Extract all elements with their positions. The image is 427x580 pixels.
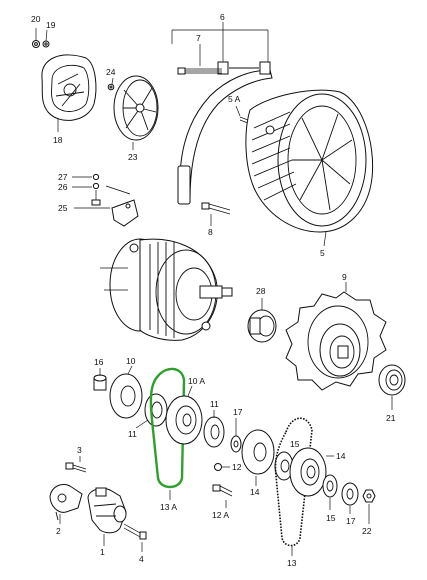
part-5-fan-housing: [245, 89, 374, 233]
label-13: 13: [287, 558, 297, 568]
part-12a-bolt: [212, 484, 233, 497]
label-12: 12: [232, 462, 242, 472]
alternator-assembly: [100, 238, 233, 341]
label-15b: 15: [326, 513, 336, 523]
part-21-pulley: [378, 364, 406, 396]
label-5: 5: [320, 248, 325, 258]
part-1-adjuster-body: [87, 487, 127, 534]
label-8: 8: [208, 227, 213, 237]
part-2-bracket: [49, 483, 83, 521]
label-13a: 13 A: [160, 502, 177, 512]
part-20-nut: [32, 40, 40, 48]
label-15a: 15: [290, 439, 300, 449]
label-19: 19: [46, 20, 56, 30]
part-11-shim: [144, 393, 168, 427]
label-26: 26: [58, 182, 68, 192]
part-23-impeller: [113, 75, 159, 141]
label-10a: 10 A: [188, 376, 205, 386]
label-21: 21: [386, 413, 396, 423]
label-28: 28: [256, 286, 266, 296]
part-13a-belt: [149, 367, 186, 489]
label-18: 18: [53, 135, 63, 145]
part-4-bolt: [123, 523, 147, 540]
part-27-washer: [92, 173, 100, 181]
part-28-hub: [247, 309, 277, 343]
part-9-fan-wheel: [285, 291, 387, 391]
label-22: 22: [362, 526, 372, 536]
label-9: 9: [342, 272, 347, 282]
label-11: 11: [128, 429, 137, 439]
label-20: 20: [31, 14, 41, 24]
part-7-bolt: [177, 67, 222, 75]
label-14b: 14: [336, 451, 346, 461]
label-14a: 14: [250, 487, 260, 497]
part-3-bolt: [65, 462, 87, 473]
part-16-spacer: [93, 374, 107, 391]
label-6: 6: [220, 12, 225, 22]
label-3: 3: [77, 445, 82, 455]
label-2: 2: [56, 526, 61, 536]
part-8-bolt: [201, 202, 231, 215]
part-17-washer-b: [341, 482, 359, 506]
part-10-pulley-half: [109, 373, 143, 419]
part-6-mounting-strap: [177, 61, 273, 205]
part-12-nut: [214, 463, 222, 471]
part-25-bracket: [91, 185, 139, 227]
part-18-cover: [41, 54, 97, 121]
label-1: 1: [100, 547, 105, 557]
label-11-b: 11: [210, 399, 219, 409]
part-10a-pulley-half: [165, 395, 203, 445]
part-11-shim-b: [203, 416, 225, 448]
part-17-washer: [230, 435, 242, 453]
part-26-washer: [92, 182, 100, 190]
label-23: 23: [128, 152, 138, 162]
label-5a: 5 A: [228, 94, 241, 104]
label-27: 27: [58, 172, 68, 182]
part-14-pulley-half-b: [289, 447, 327, 497]
part-13-belt: [274, 417, 313, 547]
label-4: 4: [139, 554, 144, 564]
label-10: 10: [126, 356, 136, 366]
part-15-shim-b: [322, 474, 338, 498]
part-19-washer: [42, 40, 50, 48]
label-17a: 17: [233, 407, 243, 417]
part-14-pulley-half-a: [241, 429, 275, 475]
label-16: 16: [94, 357, 104, 367]
part-24-washer: [107, 83, 115, 91]
label-17b: 17: [346, 516, 356, 526]
label-25: 25: [58, 203, 68, 213]
label-24: 24: [106, 67, 116, 77]
label-12a: 12 A: [212, 510, 229, 520]
part-22-nut: [362, 489, 376, 503]
label-7: 7: [196, 33, 201, 43]
